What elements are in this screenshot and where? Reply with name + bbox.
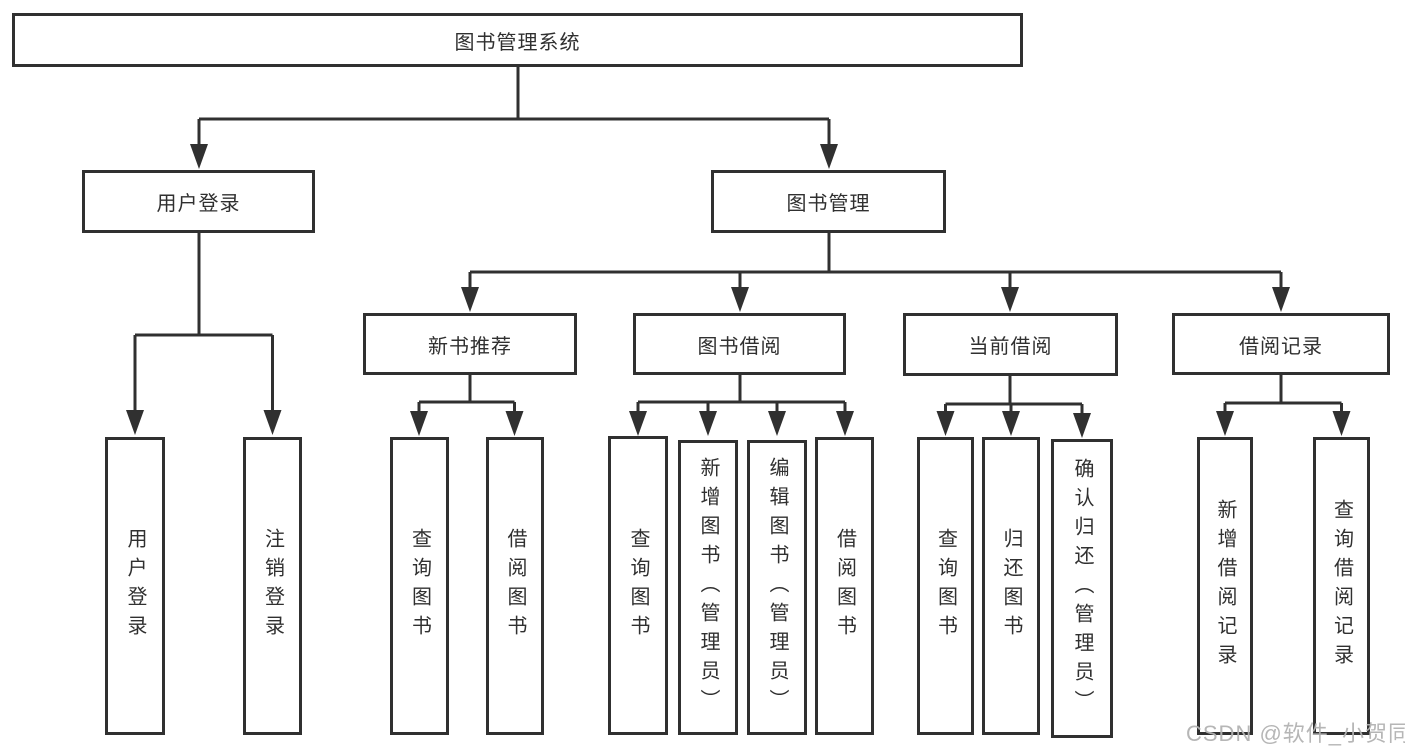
node-label: 归还图书 xyxy=(1000,528,1022,644)
arrowhead xyxy=(820,144,838,169)
arrowhead xyxy=(768,411,786,436)
node-label: 图书借阅 xyxy=(697,335,782,358)
node-leaf-add-borrow-record: 新增借阅记录 xyxy=(1197,437,1253,735)
node-label: 新增图书（管理员） xyxy=(697,457,719,718)
arrowhead xyxy=(461,287,479,312)
node-label: 查询借阅记录 xyxy=(1330,499,1353,673)
connector-user-login-to-leaves xyxy=(133,233,274,414)
arrowhead xyxy=(731,287,749,312)
node-label: 新增借阅记录 xyxy=(1214,499,1236,673)
connector-new-book-recommend-to-leaves xyxy=(417,375,516,415)
node-label: 编辑图书（管理员） xyxy=(766,457,788,718)
node-leaf-logout: 注销登录 xyxy=(243,437,302,735)
node-label: 用户登录 xyxy=(156,193,241,215)
connector-borrow-record-to-leaves xyxy=(1223,375,1343,415)
arrowhead xyxy=(836,411,854,436)
node-label: 查询图书 xyxy=(408,528,431,644)
arrowhead xyxy=(505,411,524,436)
node-leaf-query-book-1: 查询图书 xyxy=(390,437,449,735)
node-label: 借阅记录 xyxy=(1239,335,1323,358)
arrowhead xyxy=(1073,413,1091,438)
connector-book-management-to-level3 xyxy=(468,233,1283,291)
node-label: 当前借阅 xyxy=(968,336,1053,358)
node-label: 借阅图书 xyxy=(504,528,526,644)
node-label: 查询图书 xyxy=(934,528,957,644)
node-label: 新书推荐 xyxy=(428,335,512,358)
arrowhead xyxy=(126,410,144,435)
node-book-borrow: 图书借阅 xyxy=(633,313,846,375)
node-label: 注销登录 xyxy=(261,528,284,644)
node-leaf-borrow-book-1: 借阅图书 xyxy=(486,437,544,735)
arrowhead xyxy=(1002,411,1020,436)
watermark: CSDN @软件_小贺同学 xyxy=(1186,721,1405,746)
node-label: 图书管理系统 xyxy=(454,31,581,54)
connector-current-borrow-to-leaves xyxy=(944,376,1084,417)
arrowhead xyxy=(1272,287,1290,312)
node-leaf-edit-book-admin: 编辑图书（管理员） xyxy=(747,440,807,735)
arrowhead xyxy=(936,411,955,436)
node-borrow-record: 借阅记录 xyxy=(1172,313,1390,375)
arrowhead xyxy=(1216,411,1234,436)
node-leaf-query-borrow-record: 查询借阅记录 xyxy=(1313,437,1370,735)
node-leaf-borrow-book-2: 借阅图书 xyxy=(815,437,874,735)
connector-root-to-level2 xyxy=(197,66,831,148)
node-leaf-add-book-admin: 新增图书（管理员） xyxy=(678,440,738,735)
node-label: 图书管理 xyxy=(786,193,871,215)
node-leaf-return-book: 归还图书 xyxy=(982,437,1040,735)
node-leaf-query-book-3: 查询图书 xyxy=(917,437,974,735)
node-label: 借阅图书 xyxy=(833,528,856,644)
node-label: 查询图书 xyxy=(627,527,649,644)
node-current-borrow: 当前借阅 xyxy=(903,313,1118,376)
node-book-management: 图书管理 xyxy=(711,170,946,233)
node-leaf-query-book-2: 查询图书 xyxy=(608,436,668,735)
node-root: 图书管理系统 xyxy=(12,13,1023,67)
arrowhead xyxy=(629,411,647,436)
node-label: 确认归还（管理员） xyxy=(1071,458,1093,719)
node-leaf-user-login: 用户登录 xyxy=(105,437,165,735)
arrowhead xyxy=(410,411,428,436)
arrowhead xyxy=(1001,287,1019,312)
arrowhead xyxy=(190,144,208,169)
node-leaf-confirm-return-admin: 确认归还（管理员） xyxy=(1051,439,1113,738)
arrowhead xyxy=(1332,411,1351,436)
connector-book-borrow-to-leaves xyxy=(636,375,847,415)
node-new-book-recommend: 新书推荐 xyxy=(363,313,577,375)
arrowhead xyxy=(699,411,717,436)
arrowhead xyxy=(263,410,282,435)
node-label: 用户登录 xyxy=(124,528,146,644)
node-user-login: 用户登录 xyxy=(82,170,315,233)
